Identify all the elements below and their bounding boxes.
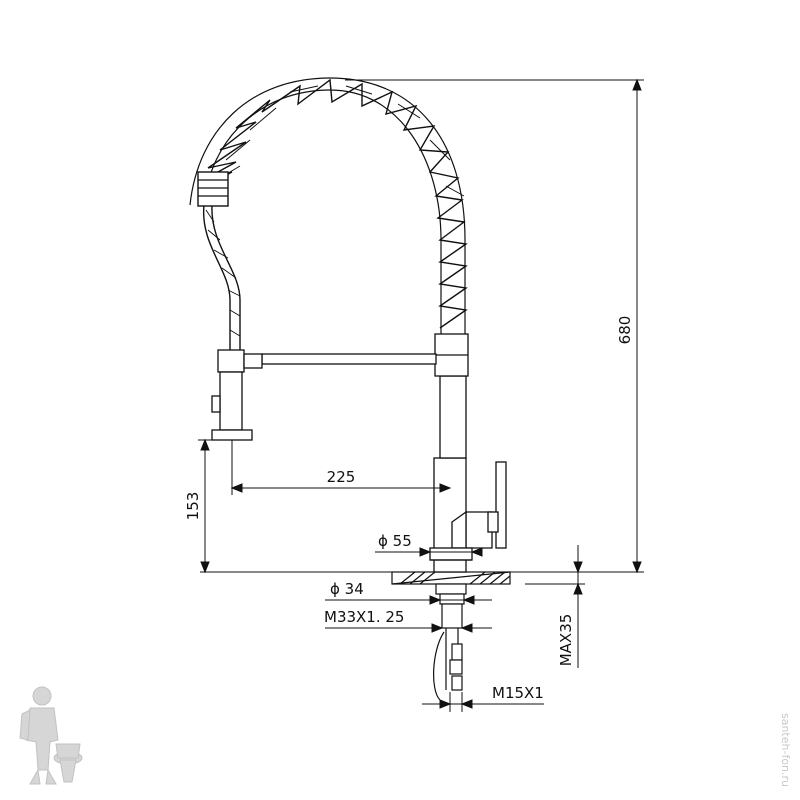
- under-counter-parts: [433, 583, 467, 701]
- faucet-body: [429, 333, 507, 573]
- plumber-with-toilet-icon: [19, 686, 83, 785]
- dim-label-max35: MAX35: [557, 614, 575, 667]
- counter-plate: [391, 571, 511, 585]
- watermark-site: santeh-fon.ru: [779, 713, 792, 787]
- sprayer-arm: [211, 349, 437, 441]
- dim-label-153: 153: [184, 492, 202, 521]
- dim-label-m15: M15X1: [492, 684, 544, 702]
- dim-label-phi34: ϕ 34: [330, 580, 364, 598]
- dim-label-680: 680: [616, 316, 634, 345]
- dim-label-phi55: ϕ 55: [378, 532, 412, 550]
- spring-coil: [189, 77, 468, 350]
- dim-label-225: 225: [327, 468, 356, 486]
- dimension-lines: [198, 78, 644, 712]
- dim-label-m33: M33X1. 25: [324, 608, 404, 626]
